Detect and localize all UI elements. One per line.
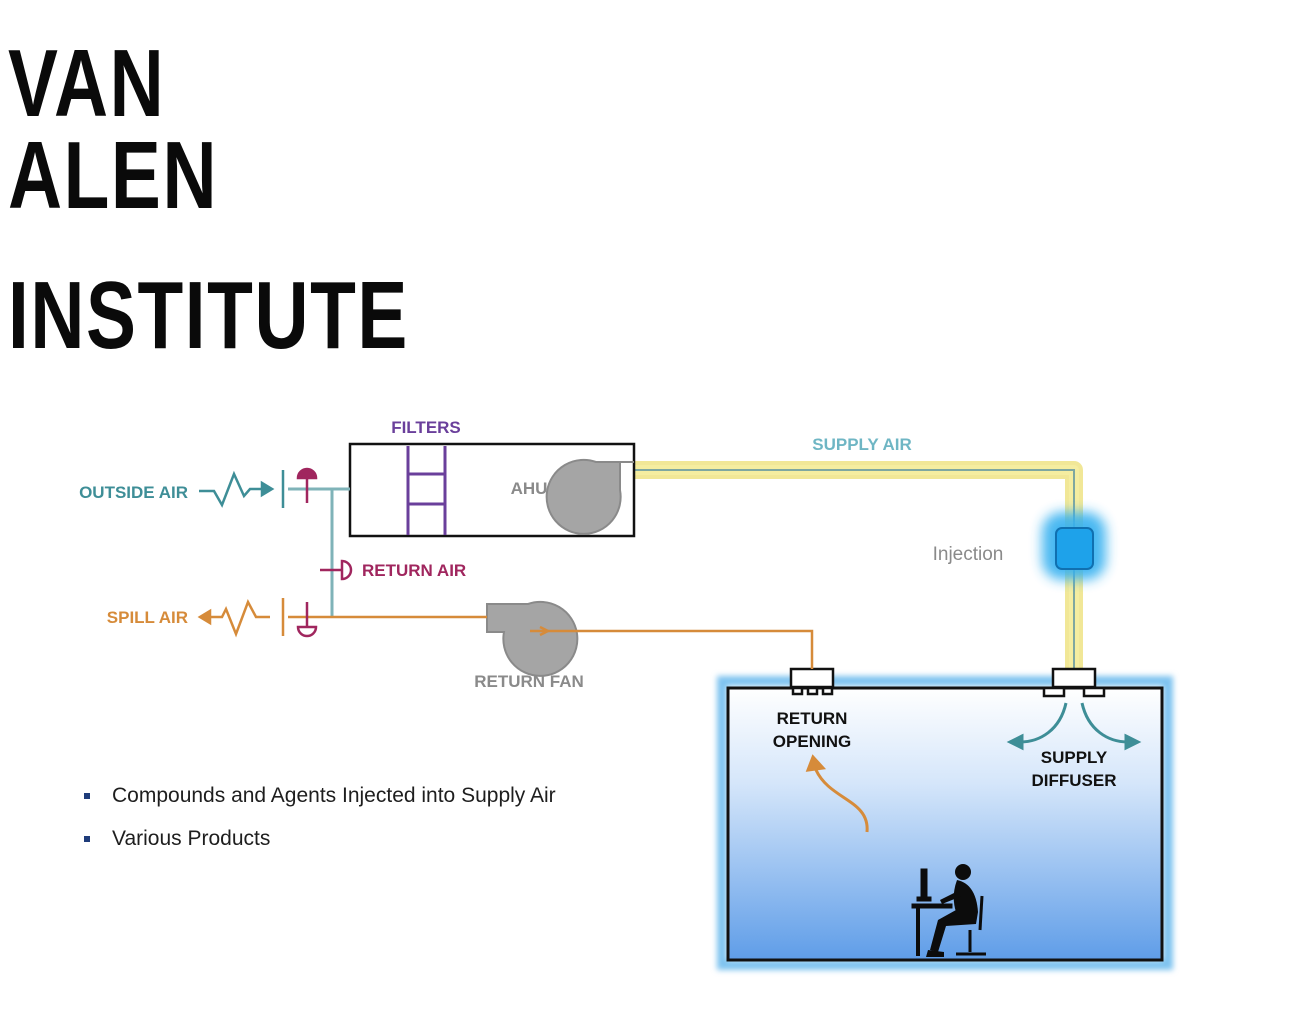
spill-air-label: SPILL AIR [107,608,188,627]
return-fan-label: RETURN FAN [474,672,584,691]
bullet-marker [84,835,90,842]
ahu-label: AHU [511,479,548,498]
filters [406,446,447,535]
bullet-text: Compounds and Agents Injected into Suppl… [112,783,556,807]
ahu-fan [545,458,634,535]
supply-diffuser-label-1: SUPPLY [1041,748,1108,767]
bullet-text: Various Products [112,826,271,850]
return-opening-vent [789,667,835,696]
outside-air-duct [288,487,350,617]
person-at-desk-icon [911,864,986,957]
supply-airflow-arrows [1006,702,1142,751]
logo-line-1: VAN [8,30,166,137]
spill-air-damper [281,598,318,638]
outside-air-arrow [199,470,275,508]
return-air-damper [320,559,353,581]
return-air-label: RETURN AIR [362,561,466,580]
bullet-list: Compounds and Agents Injected into Suppl… [84,774,556,860]
spill-air-arrow [197,598,270,638]
injection-label: Injection [933,544,1004,565]
injection-device [1042,512,1106,580]
outside-air-damper [281,467,318,508]
supply-air-duct [635,461,1083,678]
room [717,676,1173,970]
outside-air-label: OUTSIDE AIR [79,483,188,502]
bullet-marker [84,792,90,799]
return-airflow-arrow [805,754,869,833]
supply-diffuser-vent [1042,667,1106,698]
supply-air-label: SUPPLY AIR [812,435,912,454]
return-fan [486,600,579,677]
filters-label: FILTERS [391,418,461,437]
logo-line-3: INSTITUTE [8,262,409,369]
return-opening-label-1: RETURN [777,709,848,728]
supply-diffuser-label-2: DIFFUSER [1032,771,1117,790]
bullet-item: Various Products [84,817,556,860]
return-opening-label-2: OPENING [773,732,851,751]
bullet-item: Compounds and Agents Injected into Suppl… [84,774,556,817]
return-duct [288,615,814,669]
van-alen-logo: VAN ALEN INSTITUTE [8,30,409,369]
logo-line-2: ALEN [8,122,219,229]
